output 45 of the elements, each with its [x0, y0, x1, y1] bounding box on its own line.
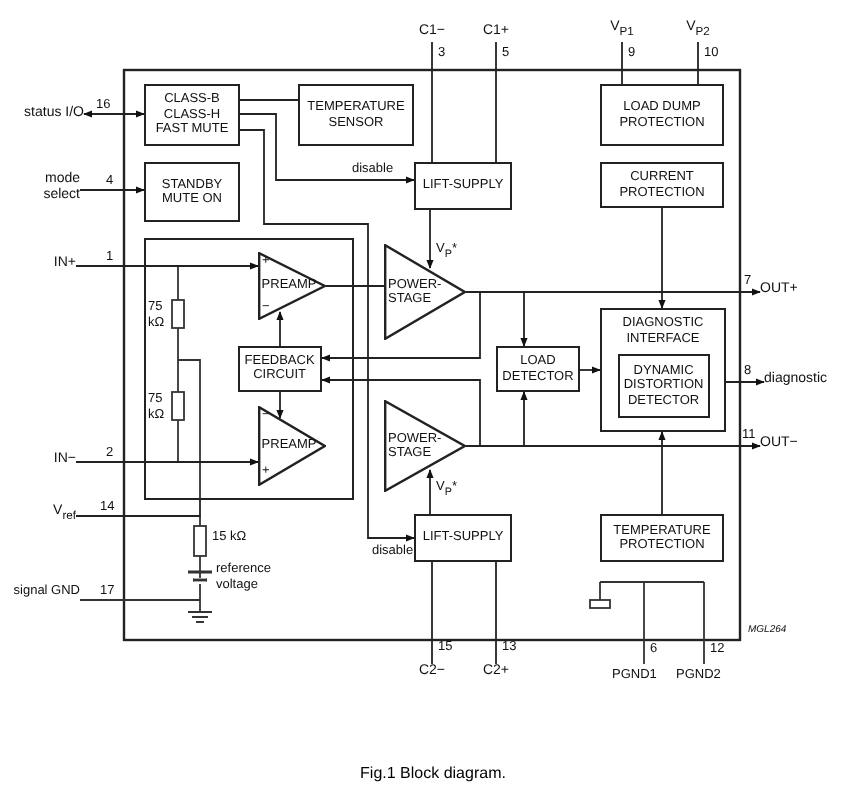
connector-line [75, 499, 201, 517]
connector-line [431, 561, 433, 665]
arrow [276, 391, 284, 419]
arrow [321, 291, 481, 362]
figure-caption: Fig.1 Block diagram. [360, 764, 506, 782]
connector-line [621, 41, 623, 85]
protection-block [600, 84, 724, 146]
amplifier-triangle [384, 400, 466, 492]
arrow [465, 291, 528, 347]
amplifier-triangle [257, 251, 326, 320]
arrow [75, 458, 259, 466]
detector-block [617, 353, 710, 418]
input-stage-frame [144, 238, 354, 500]
connector-line [495, 41, 497, 163]
arrow [239, 129, 415, 542]
arrow [75, 262, 259, 270]
arrow [725, 378, 765, 386]
supply-block [414, 514, 512, 562]
arrow [83, 110, 145, 118]
arrow [658, 431, 666, 515]
protection-block [600, 514, 724, 562]
arrow [426, 469, 434, 515]
interface-block [600, 308, 726, 432]
arrow [465, 391, 528, 447]
arrow [79, 186, 145, 194]
supply-block [414, 162, 512, 210]
connector-line [495, 561, 497, 665]
feedback-block [237, 345, 322, 392]
detector-block [496, 346, 580, 392]
connector-line [697, 41, 699, 85]
arrow [658, 207, 666, 309]
sensor-block [298, 84, 414, 146]
arrow [321, 376, 481, 447]
connector-line [431, 41, 433, 163]
connector-line [325, 285, 385, 287]
arrow [276, 311, 284, 347]
arrow [239, 113, 415, 184]
arrow [579, 366, 601, 374]
protection-block [600, 162, 724, 208]
amplifier-triangle [257, 405, 326, 486]
amplifier-triangle [384, 244, 466, 340]
arrow [426, 209, 434, 269]
connector-line [239, 99, 299, 101]
control-block [144, 162, 240, 222]
control-block [144, 84, 240, 146]
